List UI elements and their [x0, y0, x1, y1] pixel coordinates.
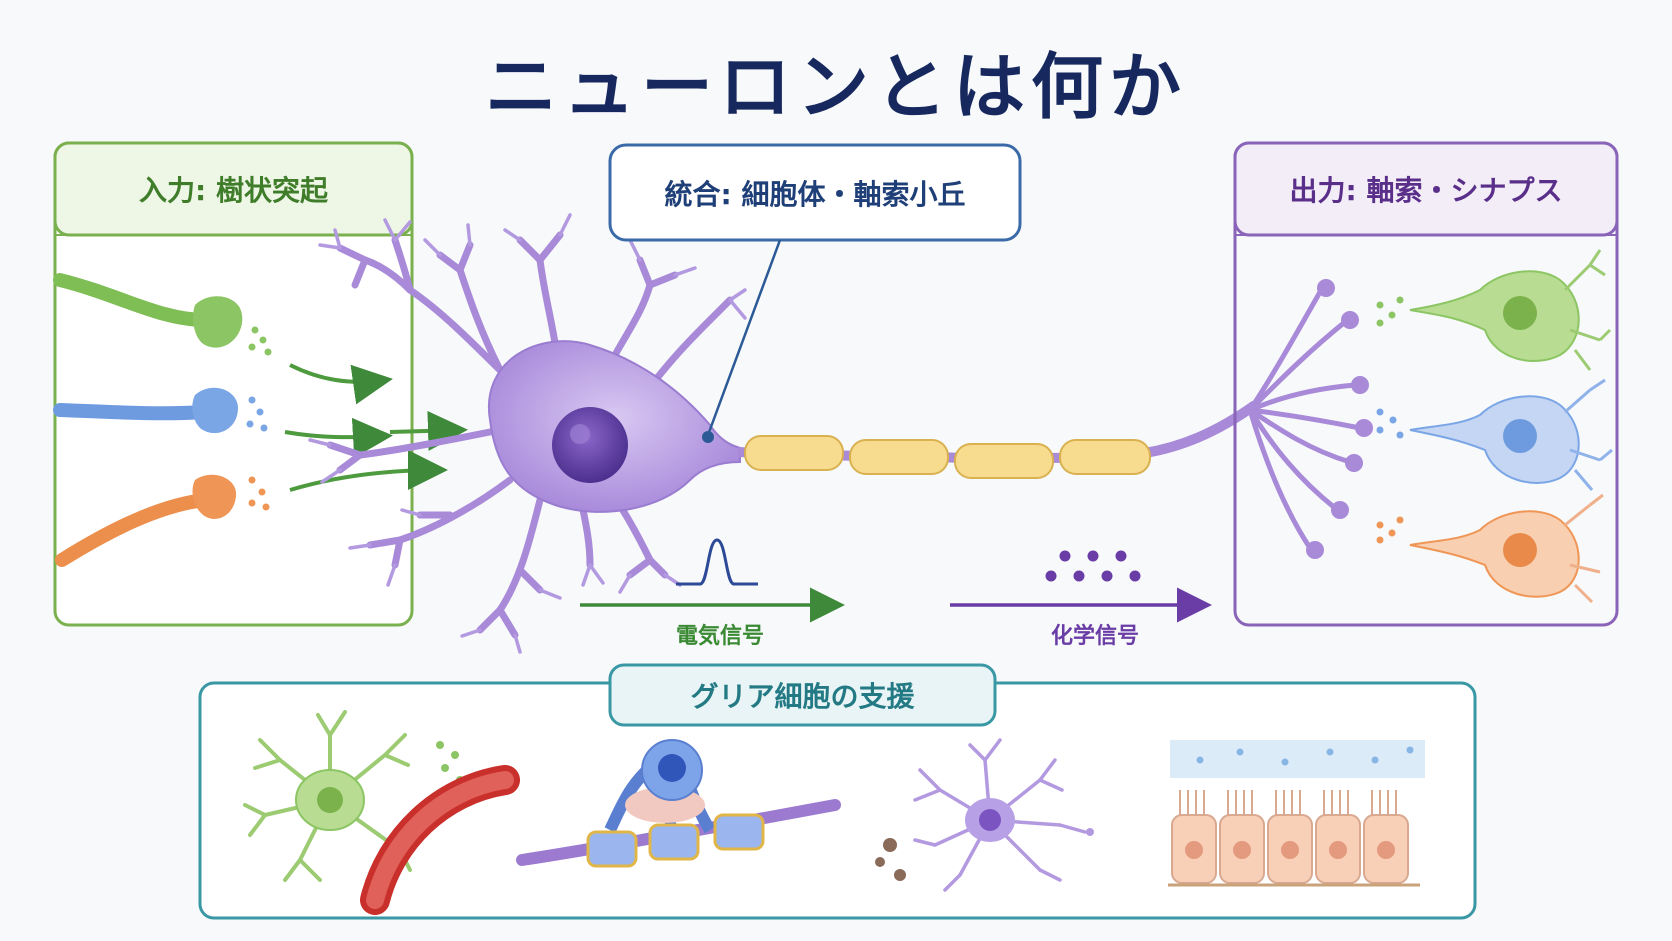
integration-callout [608, 143, 1022, 443]
axon-terminals [1247, 289, 1363, 551]
target-neuron-blue [1409, 378, 1613, 491]
output-panel [1233, 141, 1619, 627]
glia-panel-label: グリア細胞の支援 [690, 680, 915, 713]
output-panel-label: 出力: 軸索・シナプス [1289, 174, 1563, 207]
neurotransmitter-dots [1376, 296, 1404, 544]
electrical-signal-label: 電気信号 [675, 624, 764, 649]
soma [487, 340, 741, 513]
input-axon-terminal-blue [53, 387, 268, 434]
dendrite-thin-branches [308, 213, 747, 654]
input-axon-terminal-orange [55, 474, 270, 567]
target-neuron-green [1409, 249, 1612, 371]
myelin-sheaths [744, 435, 1151, 479]
target-neuron-orange [1409, 493, 1604, 604]
chemical-signal-label: 化学信号 [1050, 624, 1139, 649]
synaptic-boutons [1306, 279, 1373, 559]
integration-callout-label: 統合: 細胞体・軸索小丘 [664, 177, 966, 211]
microglia-illustration [875, 738, 1094, 892]
input-flow-arrows [284, 363, 468, 492]
neurotransmitter-icon [1045, 550, 1141, 582]
astrocyte-illustration [243, 710, 520, 915]
input-axon-terminal-green [53, 273, 272, 356]
action-potential-icon [676, 538, 758, 586]
oligodendrocyte-illustration [516, 739, 841, 868]
page-title: ニューロンとは何か [484, 45, 1187, 129]
input-panel-label: 入力: 樹状突起 [139, 174, 328, 207]
input-panel [53, 141, 414, 627]
ependymal-cells-illustration [1168, 740, 1425, 887]
